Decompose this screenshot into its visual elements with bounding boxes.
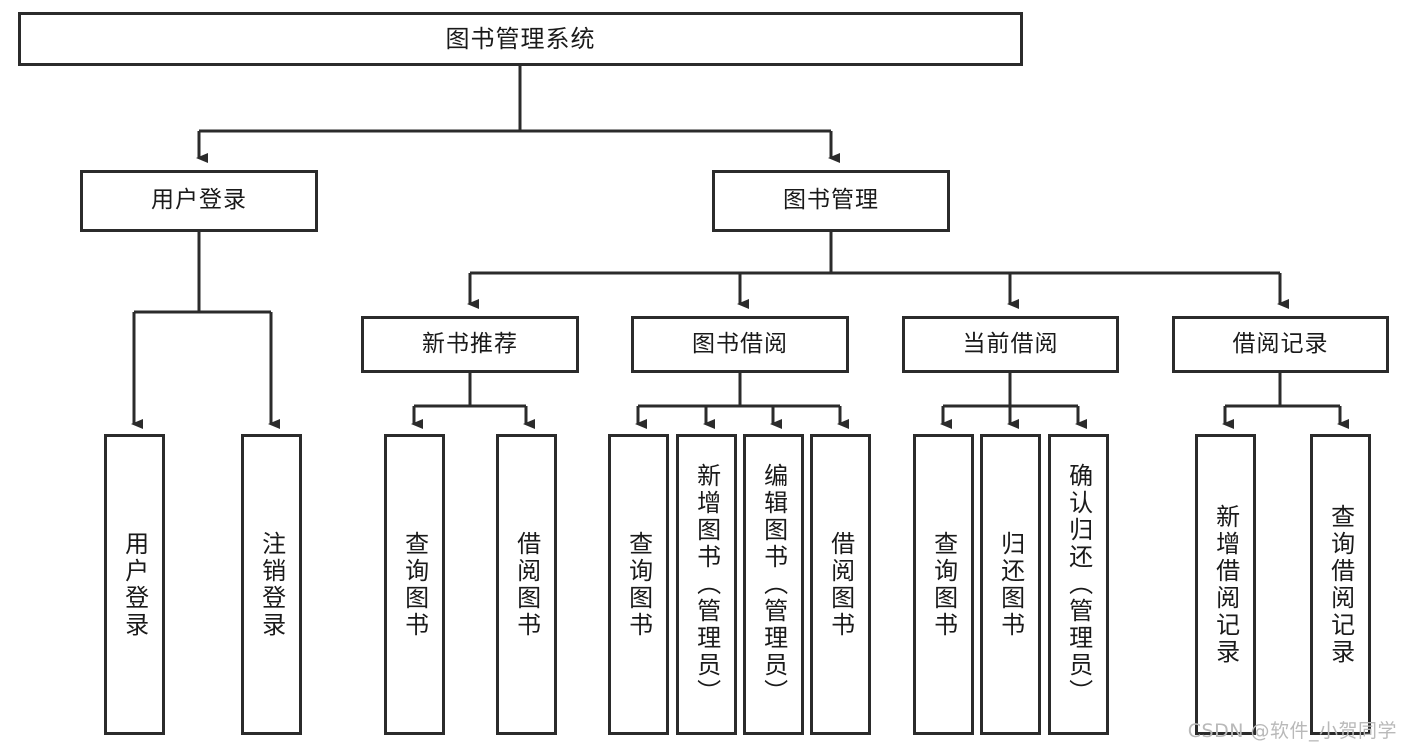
node-label: 新书推荐 — [422, 330, 518, 357]
node-book-borrow[interactable]: 图书借阅 — [631, 316, 849, 373]
leaf-recommend-borrow-book[interactable]: 借阅图书 — [496, 434, 557, 735]
leaf-current-return-book[interactable]: 归还图书 — [980, 434, 1041, 735]
node-label: 编辑图书（管理员） — [759, 463, 788, 706]
node-label: 新增图书（管理员） — [692, 463, 721, 706]
leaf-borrow-edit-book-admin[interactable]: 编辑图书（管理员） — [743, 434, 804, 735]
leaf-current-query-book[interactable]: 查询图书 — [913, 434, 974, 735]
node-label: 归还图书 — [996, 530, 1025, 639]
node-label: 查询借阅记录 — [1326, 503, 1355, 666]
node-new-book-recommend[interactable]: 新书推荐 — [361, 316, 579, 373]
leaf-record-query-record[interactable]: 查询借阅记录 — [1310, 434, 1371, 735]
node-root-system[interactable]: 图书管理系统 — [18, 12, 1023, 66]
csdn-watermark: CSDN @软件_小贺同学 — [1187, 720, 1397, 742]
node-label: 新增借阅记录 — [1211, 503, 1240, 666]
leaf-borrow-add-book-admin[interactable]: 新增图书（管理员） — [676, 434, 737, 735]
node-label: 图书管理 — [783, 187, 879, 214]
node-label: 图书借阅 — [692, 330, 788, 357]
node-label: 查询图书 — [400, 530, 429, 639]
leaf-borrow-borrow-book[interactable]: 借阅图书 — [810, 434, 871, 735]
node-label: 确认归还（管理员） — [1064, 463, 1093, 706]
node-label: 当前借阅 — [962, 330, 1059, 357]
node-label: 借阅图书 — [826, 530, 855, 639]
node-label: 用户登录 — [120, 530, 149, 639]
node-label: 注销登录 — [257, 530, 286, 639]
node-label: 查询图书 — [624, 530, 653, 639]
leaf-current-confirm-return-admin[interactable]: 确认归还（管理员） — [1048, 434, 1109, 735]
node-user-login[interactable]: 用户登录 — [80, 170, 318, 232]
node-label: 用户登录 — [151, 187, 247, 214]
node-label: 查询图书 — [929, 530, 958, 639]
leaf-user-login-signin[interactable]: 用户登录 — [104, 434, 165, 735]
node-label: 借阅图书 — [512, 530, 541, 639]
leaf-record-add-record[interactable]: 新增借阅记录 — [1195, 434, 1256, 735]
leaf-user-login-signout[interactable]: 注销登录 — [241, 434, 302, 735]
node-label: 借阅记录 — [1232, 330, 1329, 357]
node-current-borrow[interactable]: 当前借阅 — [902, 316, 1119, 373]
node-book-management[interactable]: 图书管理 — [712, 170, 950, 232]
node-label: 图书管理系统 — [445, 24, 596, 53]
node-borrow-record[interactable]: 借阅记录 — [1172, 316, 1389, 373]
leaf-recommend-query-book[interactable]: 查询图书 — [384, 434, 445, 735]
leaf-borrow-query-book[interactable]: 查询图书 — [608, 434, 669, 735]
